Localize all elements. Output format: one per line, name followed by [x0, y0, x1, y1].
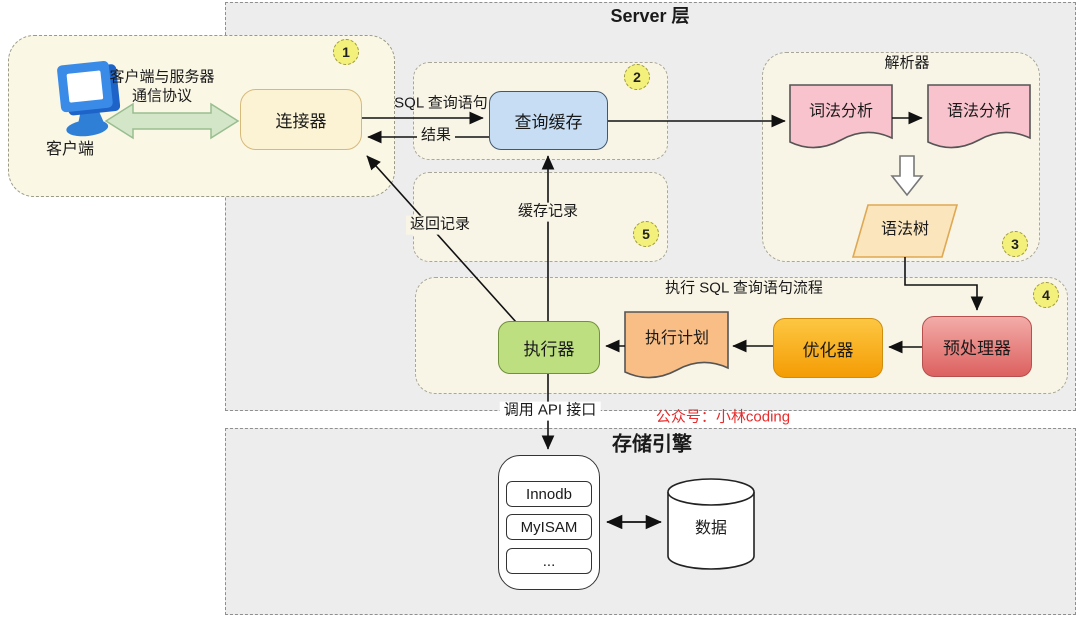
syntax-tree-label: 语法树 — [880, 221, 930, 238]
badge-4: 4 — [1033, 282, 1059, 308]
badge-4-number: 4 — [1042, 287, 1050, 303]
arrow-executor-to-connector — [366, 155, 517, 323]
result-edge-label: 结果 — [416, 126, 456, 146]
protocol-text-line1: 客户端与服务器 — [109, 68, 215, 86]
engine-innodb: Innodb — [506, 481, 592, 507]
badge-1-number: 1 — [342, 44, 350, 60]
exec-plan-label: 执行计划 — [644, 330, 710, 347]
badge-3-number: 3 — [1011, 236, 1019, 252]
watermark-text: 公众号：小林coding — [655, 408, 791, 426]
exec-plan-doc-shape — [624, 311, 729, 379]
executor-node: 执行器 — [498, 321, 600, 374]
syntax-analysis-doc-shape — [927, 84, 1031, 149]
badge-2-number: 2 — [633, 69, 641, 85]
data-label: 数据 — [694, 520, 728, 537]
cache-record-label: 缓存记录 — [513, 202, 583, 222]
optimizer-node: 优化器 — [773, 318, 883, 378]
return-record-label: 返回记录 — [405, 215, 475, 235]
client-label: 客户端 — [45, 141, 95, 158]
storage-layer-title: 存储引擎 — [612, 433, 692, 456]
connector-node: 连接器 — [240, 89, 362, 150]
server-layer-title: Server 层 — [610, 5, 690, 26]
data-cylinder — [667, 478, 755, 570]
engine-myisam: MyISAM — [506, 514, 592, 540]
client-connector-double-arrow — [104, 102, 240, 140]
syntax-tree-shape — [851, 204, 959, 258]
badge-3: 3 — [1002, 231, 1028, 257]
query-cache-label: 查询缓存 — [514, 113, 583, 132]
badge-2: 2 — [624, 64, 650, 90]
preprocessor-node: 预处理器 — [922, 316, 1032, 377]
sql-query-edge-label: SQL 查询语句 — [394, 94, 488, 112]
parser-down-arrow — [890, 155, 924, 197]
badge-1: 1 — [333, 39, 359, 65]
protocol-text: 客户端与服务器 通信协议 — [109, 68, 214, 106]
preprocessor-label: 预处理器 — [943, 339, 1011, 358]
optimizer-label: 优化器 — [802, 340, 854, 360]
engine-innodb-label: Innodb — [526, 485, 572, 503]
syntax-label: 语法分析 — [946, 103, 1012, 120]
parser-title: 解析器 — [884, 54, 930, 72]
badge-5-number: 5 — [642, 226, 650, 242]
client-computer-icon — [57, 60, 121, 137]
protocol-text-line2: 通信协议 — [131, 87, 193, 104]
arrow-syntaxtree-to-preprocessor — [904, 257, 984, 311]
executor-label: 执行器 — [523, 340, 575, 359]
lexical-label: 词法分析 — [808, 103, 874, 120]
engine-other: ... — [506, 548, 592, 574]
badge-5: 5 — [633, 221, 659, 247]
lexical-analysis-doc-shape — [789, 84, 893, 149]
exec-flow-title: 执行 SQL 查询语句流程 — [665, 279, 823, 297]
engine-myisam-label: MyISAM — [520, 518, 578, 536]
connector-label: 连接器 — [275, 112, 327, 131]
engine-other-label: ... — [542, 552, 556, 570]
call-api-edge-label: 调用 API 接口 — [499, 401, 601, 421]
query-cache-node: 查询缓存 — [489, 91, 608, 150]
